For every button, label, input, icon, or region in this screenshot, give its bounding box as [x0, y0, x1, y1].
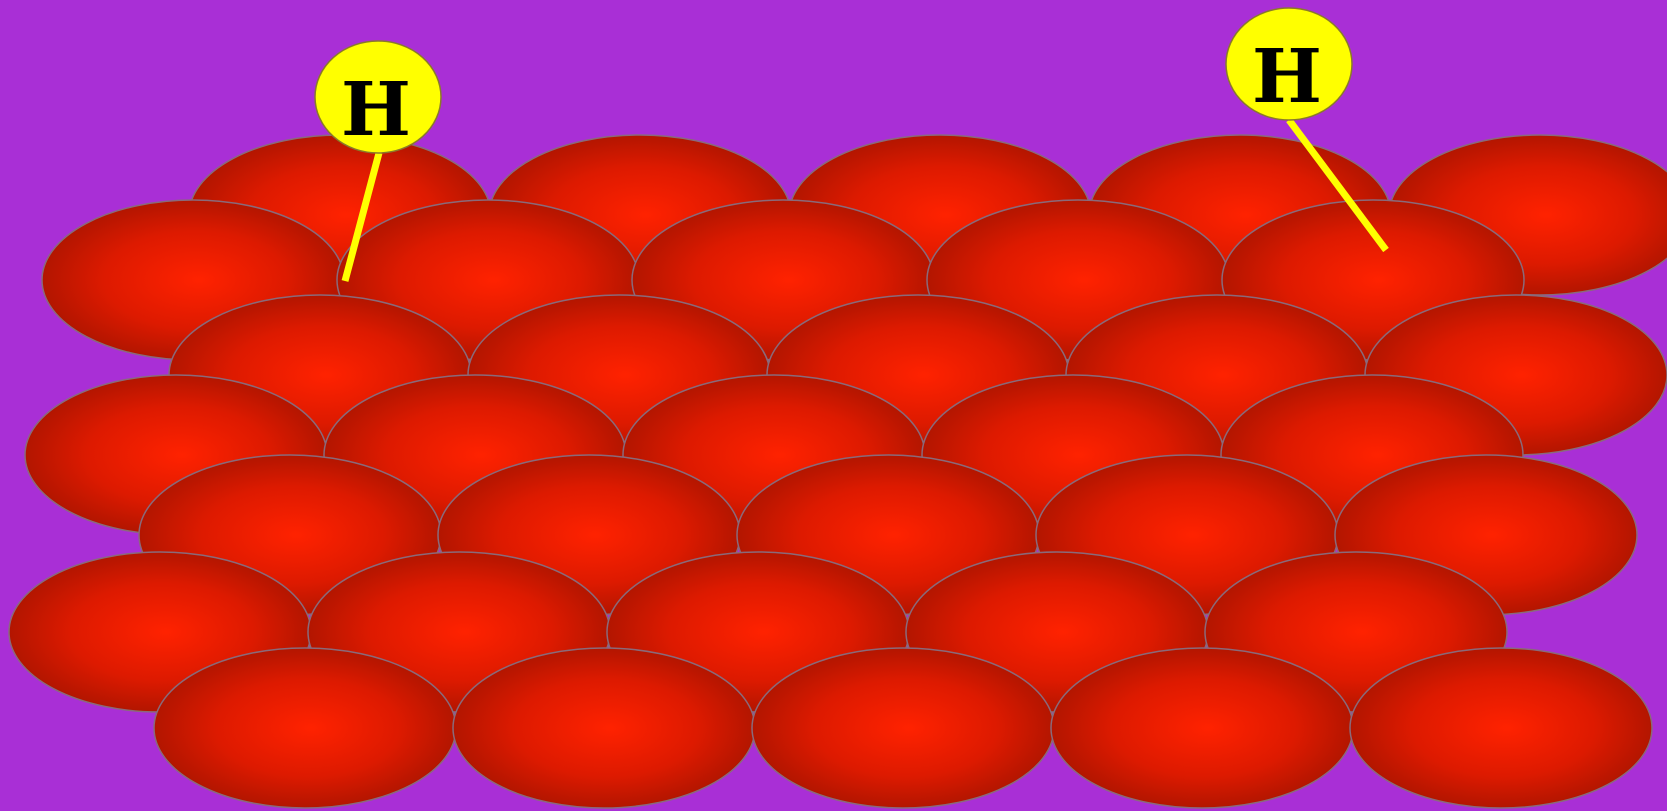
- adatom-label-right: H: [1252, 34, 1322, 120]
- particle-layer: [9, 135, 1667, 808]
- particle-r7-c3: [752, 648, 1054, 808]
- particle-r7-c4: [1051, 648, 1353, 808]
- particle-r7-c5: [1350, 648, 1652, 808]
- particle-r7-c1: [154, 648, 456, 808]
- particle-r7-c2: [453, 648, 755, 808]
- adatom-label-left: H: [341, 67, 411, 153]
